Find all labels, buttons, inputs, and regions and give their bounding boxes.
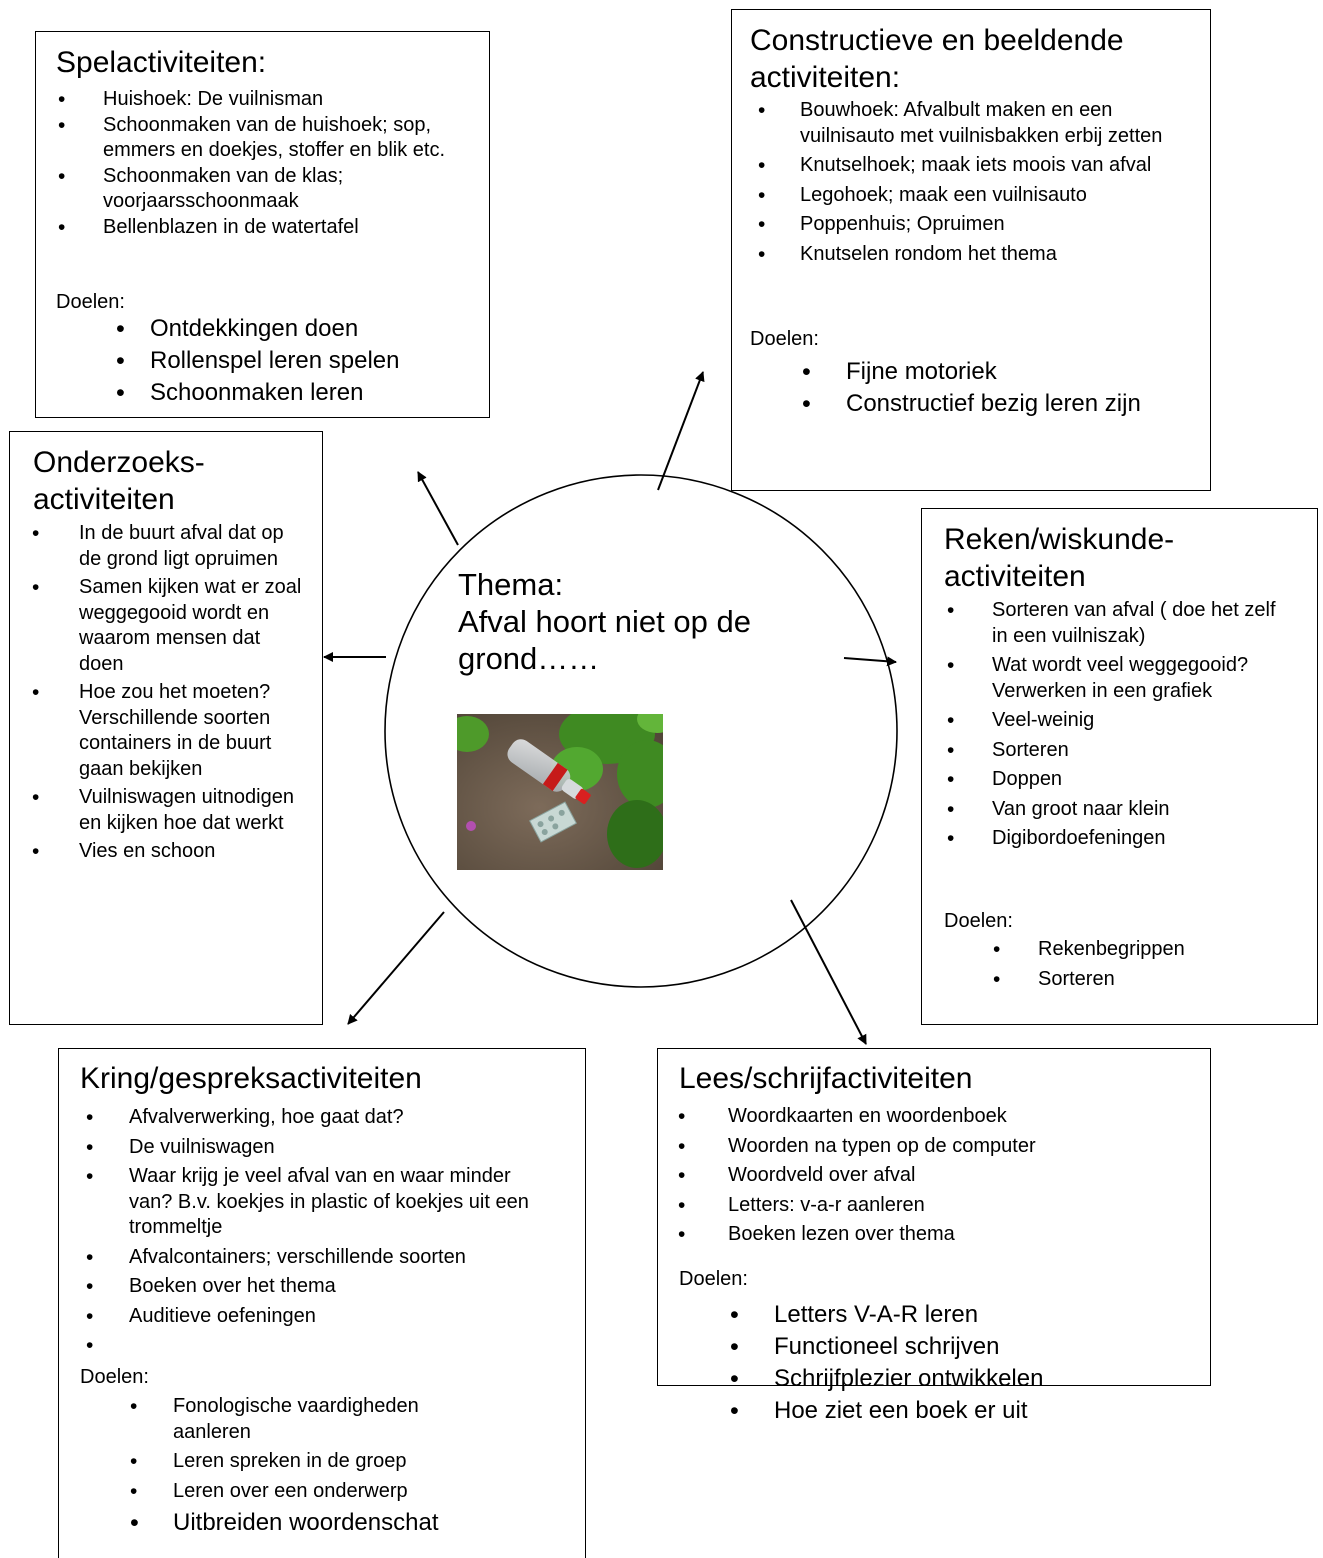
list-item: Afvalverwerking, hoe gaat dat? bbox=[59, 1105, 564, 1131]
list-item: Auditieve oefeningen bbox=[59, 1304, 564, 1330]
goal-item: Ontdekkingen doen bbox=[36, 313, 476, 345]
goals-list: Rekenbegrippen Sorteren bbox=[922, 937, 1302, 992]
goals-list: Ontdekkingen doen Rollenspel leren spele… bbox=[36, 313, 476, 409]
list-item bbox=[59, 1333, 564, 1359]
list-item: Wat wordt veel weggegooid? Verwerken in … bbox=[922, 653, 1302, 704]
list-item: Sorteren van afval ( doe het zelf in een… bbox=[922, 598, 1302, 649]
box-onderzoeksactiviteiten: Onderzoeks-activiteiten In de buurt afva… bbox=[9, 431, 323, 1025]
list-item: Letters: v-a-r aanleren bbox=[658, 1193, 1188, 1219]
list-item: De vuilniswagen bbox=[59, 1135, 564, 1161]
arrow-to-reken bbox=[843, 656, 897, 667]
goal-item: Rekenbegrippen bbox=[922, 937, 1302, 963]
list-item: Vuilniswagen uitnodigen en kijken hoe da… bbox=[10, 785, 310, 836]
box-title: Reken/wiskunde-activiteiten bbox=[944, 523, 1175, 593]
activity-list: Woordkaarten en woordenboek Woorden na t… bbox=[658, 1104, 1188, 1248]
goal-item: Uitbreiden woordenschat bbox=[59, 1508, 564, 1538]
list-item: Hoe zou het moeten? Verschillende soorte… bbox=[10, 680, 310, 782]
list-item: Van groot naar klein bbox=[922, 797, 1302, 823]
arrow-to-constructief bbox=[657, 371, 705, 491]
list-item: Schoonmaken van de huishoek; sop, emmers… bbox=[36, 113, 476, 164]
goals-list: Fonologische vaardigheden aanleren Leren… bbox=[59, 1390, 564, 1538]
goal-item: Leren spreken in de groep bbox=[59, 1449, 564, 1475]
box-title: Lees/schrijfactiviteiten bbox=[679, 1062, 973, 1095]
goals-list: Fijne motoriek Constructief bezig leren … bbox=[732, 356, 1192, 420]
list-item: Veel-weinig bbox=[922, 708, 1302, 734]
box-kring-gespreksactiviteiten: Kring/gespreksactiviteiten Afvalverwerki… bbox=[58, 1048, 586, 1558]
box-constructieve-activiteiten: Constructieve en beeldende activiteiten:… bbox=[731, 9, 1211, 491]
theme-label: Thema: bbox=[458, 567, 564, 602]
activity-list: Huishoek: De vuilnisman Schoonmaken van … bbox=[36, 87, 476, 240]
list-item: Woordveld over afval bbox=[658, 1163, 1188, 1189]
goals-label: Doelen: bbox=[750, 328, 819, 350]
list-item: Samen kijken wat er zoal weggegooid word… bbox=[10, 575, 310, 677]
goals-label: Doelen: bbox=[56, 291, 125, 313]
list-item: In de buurt afval dat op de grond ligt o… bbox=[10, 521, 310, 572]
list-item: Digibordoefeningen bbox=[922, 826, 1302, 852]
list-item: Waar krijg je veel afval van en waar min… bbox=[59, 1164, 564, 1241]
goal-item: Fonologische vaardigheden aanleren bbox=[59, 1394, 564, 1445]
list-item: Woordkaarten en woordenboek bbox=[658, 1104, 1188, 1130]
goals-list: Letters V-A-R leren Functioneel schrijve… bbox=[658, 1299, 1188, 1427]
list-item: Doppen bbox=[922, 767, 1302, 793]
list-item: Vies en schoon bbox=[10, 839, 310, 865]
box-title: Constructieve en beeldende activiteiten: bbox=[750, 24, 1124, 94]
arrow-to-kring bbox=[347, 911, 445, 1025]
theme-title: Thema: Afval hoort niet op de grond…… bbox=[458, 566, 751, 677]
goal-item: Schrijfplezier ontwikkelen bbox=[658, 1363, 1188, 1395]
goal-item: Rollenspel leren spelen bbox=[36, 345, 476, 377]
list-item: Bellenblazen in de watertafel bbox=[36, 215, 476, 241]
list-item: Schoonmaken van de klas; voorjaarsschoon… bbox=[36, 164, 476, 215]
goal-item: Functioneel schrijven bbox=[658, 1331, 1188, 1363]
list-item: Poppenhuis; Opruimen bbox=[732, 212, 1192, 238]
theme-text-line: grond…… bbox=[458, 641, 600, 676]
goal-item: Leren over een onderwerp bbox=[59, 1479, 564, 1505]
activity-list: Sorteren van afval ( doe het zelf in een… bbox=[922, 598, 1302, 852]
activity-list: In de buurt afval dat op de grond ligt o… bbox=[10, 521, 310, 865]
list-item: Huishoek: De vuilnisman bbox=[36, 87, 476, 113]
box-title: Kring/gespreksactiviteiten bbox=[80, 1062, 422, 1095]
box-reken-wiskunde-activiteiten: Reken/wiskunde-activiteiten Sorteren van… bbox=[921, 508, 1318, 1025]
arrow-to-spel bbox=[417, 471, 459, 546]
goals-label: Doelen: bbox=[80, 1366, 149, 1388]
list-item: Boeken lezen over thema bbox=[658, 1222, 1188, 1248]
box-spelactiviteiten: Spelactiviteiten: Huishoek: De vuilnisma… bbox=[35, 31, 490, 418]
list-item: Bouwhoek: Afvalbult maken en een vuilnis… bbox=[732, 98, 1192, 149]
list-item: Afvalcontainers; verschillende soorten bbox=[59, 1245, 564, 1271]
box-lees-schrijfactiviteiten: Lees/schrijfactiviteiten Woordkaarten en… bbox=[657, 1048, 1211, 1427]
goals-label: Doelen: bbox=[679, 1268, 748, 1290]
list-item: Knutselen rondom het thema bbox=[732, 242, 1192, 268]
list-item: Knutselhoek; maak iets moois van afval bbox=[732, 153, 1192, 179]
arrow-to-lees bbox=[790, 899, 867, 1045]
goals-label: Doelen: bbox=[944, 910, 1013, 932]
activity-list: Bouwhoek: Afvalbult maken en een vuilnis… bbox=[732, 98, 1192, 267]
list-item: Boeken over het thema bbox=[59, 1274, 564, 1300]
list-item: Woorden na typen op de computer bbox=[658, 1134, 1188, 1160]
goal-item: Schoonmaken leren bbox=[36, 377, 476, 409]
theme-text-line: Afval hoort niet op de bbox=[458, 604, 751, 639]
litter-photo bbox=[457, 714, 663, 870]
list-item: Legohoek; maak een vuilnisauto bbox=[732, 183, 1192, 209]
goal-item: Constructief bezig leren zijn bbox=[732, 388, 1192, 420]
goal-item: Letters V-A-R leren bbox=[658, 1299, 1188, 1331]
list-item: Sorteren bbox=[922, 738, 1302, 764]
box-title: Onderzoeks-activiteiten bbox=[33, 446, 205, 516]
goal-item: Fijne motoriek bbox=[732, 356, 1192, 388]
goal-item: Sorteren bbox=[922, 967, 1302, 993]
box-title: Spelactiviteiten: bbox=[56, 46, 267, 79]
activity-list: Afvalverwerking, hoe gaat dat? De vuilni… bbox=[59, 1105, 564, 1359]
goal-item: Hoe ziet een boek er uit bbox=[658, 1395, 1188, 1427]
